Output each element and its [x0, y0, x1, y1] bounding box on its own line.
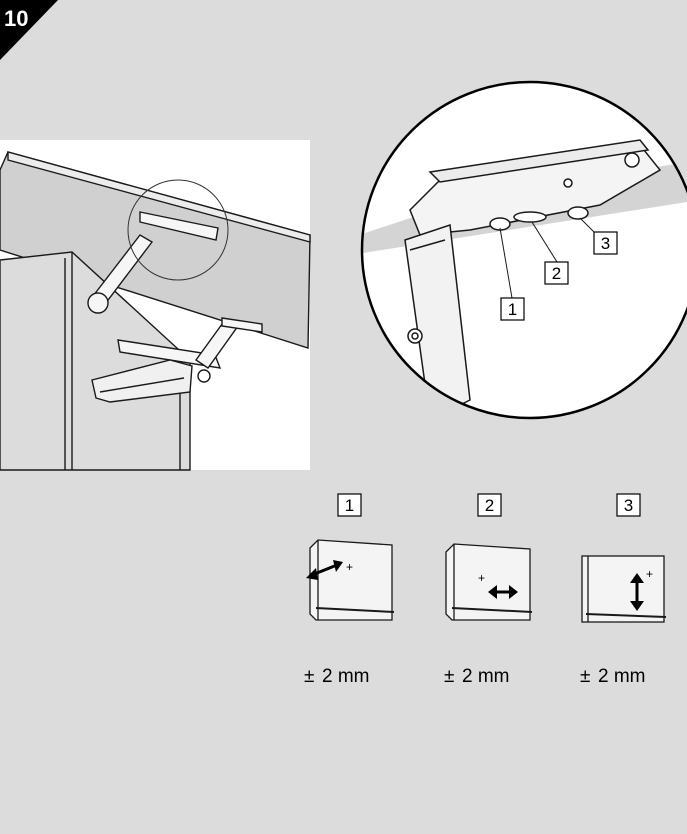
step-badge — [0, 0, 58, 60]
svg-text:2: 2 — [552, 264, 561, 283]
screw-2-icon — [513, 211, 547, 223]
svg-text:3: 3 — [624, 496, 633, 515]
callout-1: 1 — [500, 297, 525, 321]
adjustment-detail-magnified — [360, 80, 687, 420]
callout-2: 2 — [544, 261, 569, 285]
svg-text:+: + — [646, 567, 653, 581]
adjustment-3: 3 + ± 2 mm — [580, 493, 667, 687]
svg-text:1: 1 — [508, 300, 517, 319]
svg-text:±: ± — [444, 666, 454, 687]
svg-text:+: + — [346, 560, 353, 574]
svg-text:2 mm: 2 mm — [598, 666, 646, 687]
double-arrow-horizontal-icon — [306, 560, 343, 580]
double-arrow-vertical-icon — [630, 573, 644, 611]
double-arrow-horizontal-icon — [488, 585, 518, 599]
svg-text:3: 3 — [601, 234, 610, 253]
svg-text:2: 2 — [485, 496, 494, 515]
svg-text:2 mm: 2 mm — [322, 666, 370, 687]
callout-3: 3 — [593, 231, 618, 255]
adjustment-1: 1 + ± 2 mm — [304, 493, 395, 687]
svg-text:±: ± — [580, 666, 590, 687]
screw-3-icon — [567, 206, 589, 220]
svg-text:1: 1 — [345, 496, 354, 515]
adjustment-2: 2 + ± 2 mm — [444, 493, 533, 687]
svg-text:±: ± — [304, 666, 314, 687]
svg-text:2 mm: 2 mm — [462, 666, 510, 687]
cabinet-overview-drawing — [0, 140, 311, 471]
svg-text:+: + — [478, 571, 485, 585]
step-number: 10 — [4, 6, 29, 31]
